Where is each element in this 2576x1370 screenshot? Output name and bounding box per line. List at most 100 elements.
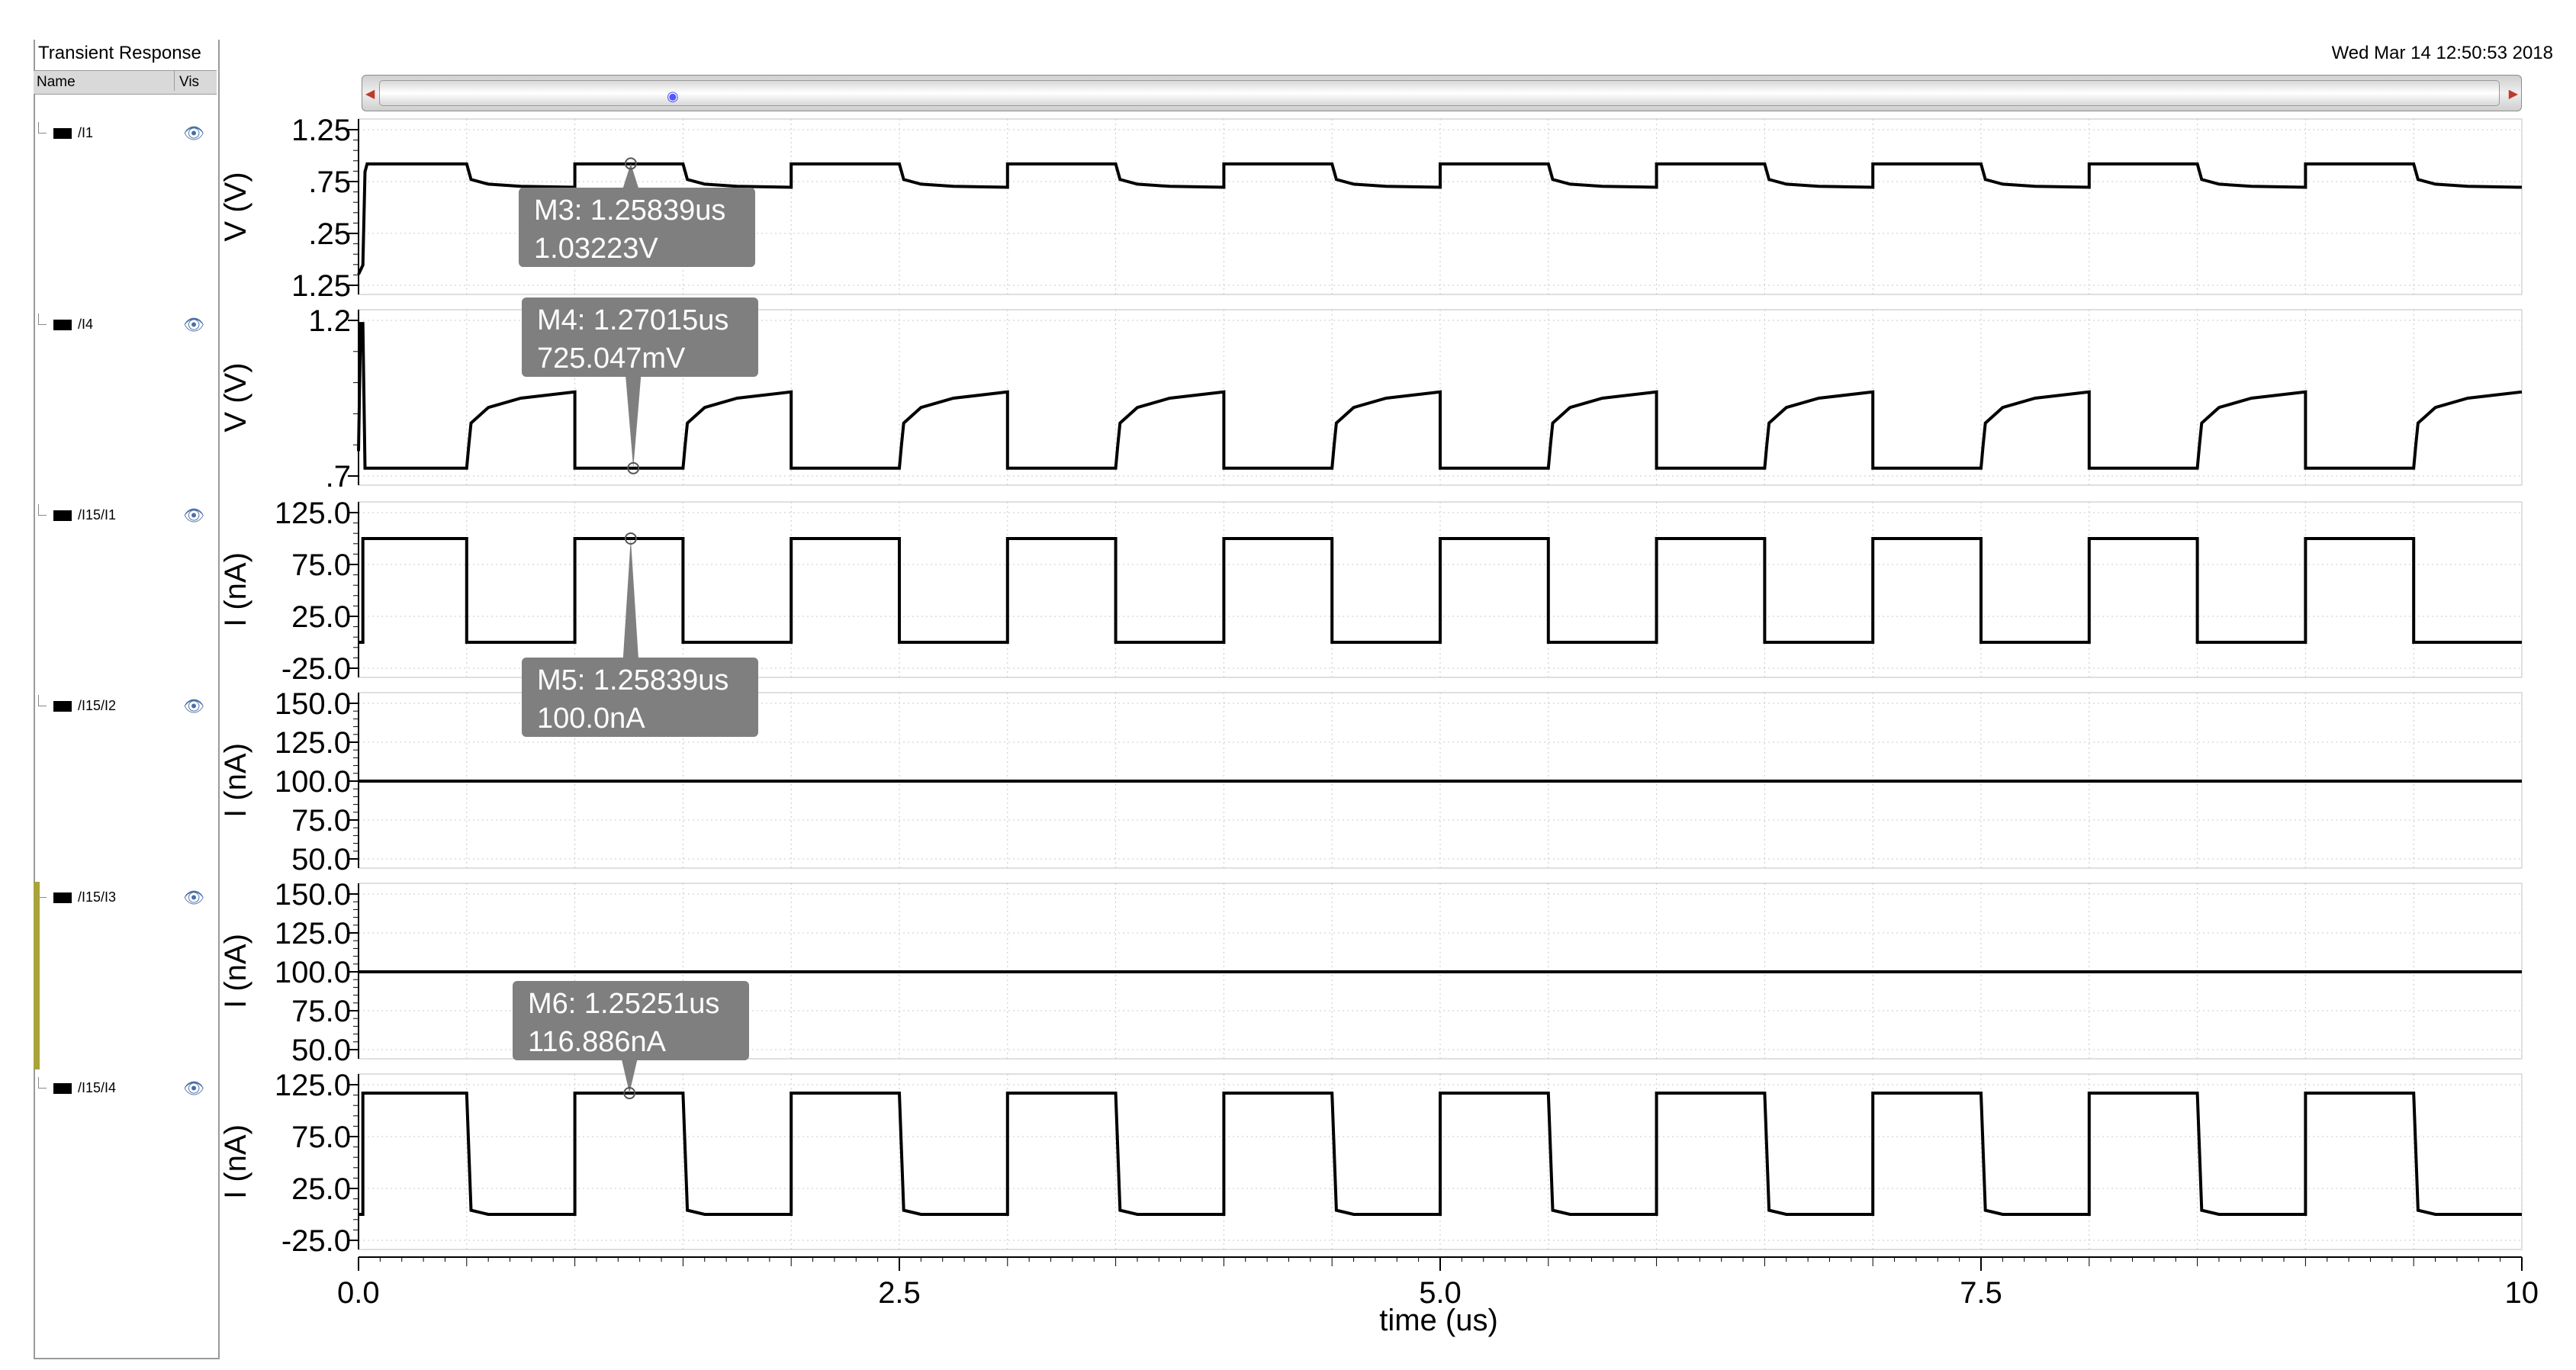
column-name-header[interactable]: Name — [37, 74, 76, 90]
y-tick-label: 75.0 — [291, 804, 351, 838]
signal-name: /I15/I4 — [78, 1080, 117, 1095]
marker-m5[interactable]: M5: 1.25839us 100.0nA — [522, 532, 758, 737]
marker-point[interactable] — [624, 157, 637, 170]
y-axis-label: I (nA) — [219, 743, 252, 818]
signal-list-header: Name Vis — [34, 70, 217, 95]
marker-box[interactable] — [513, 981, 749, 1060]
signal-name: /I15/I2 — [78, 698, 117, 713]
marker-value-label: 116.886nA — [528, 1026, 667, 1058]
y-axis-label: V (V) — [219, 172, 252, 241]
trace-color-swatch — [53, 701, 72, 712]
y-tick-label: 75.0 — [291, 1121, 351, 1154]
marker-pointer — [622, 1060, 638, 1094]
y-axis-label: I (nA) — [219, 552, 252, 627]
axis-layer: 1.25.75.251.25V (V)1.2.7V (V)125.075.025… — [219, 114, 359, 1258]
eye-icon[interactable]: 👁 — [183, 506, 204, 525]
y-tick-label: 125.0 — [275, 917, 351, 950]
eye-icon[interactable]: 👁 — [183, 124, 204, 143]
marker-value-label: 1.03223V — [534, 233, 658, 265]
signal-name: /I1 — [78, 125, 94, 140]
y-tick-label: -25.0 — [281, 652, 351, 686]
marker-box[interactable] — [522, 658, 758, 737]
signal-row[interactable]: /I4 👁 — [34, 312, 217, 339]
marker-value-label: 100.0nA — [537, 703, 645, 735]
marker-point[interactable] — [627, 461, 640, 474]
y-tick-label: 125.0 — [275, 1069, 351, 1102]
marker-m4[interactable]: M4: 1.27015us 725.047mV — [522, 297, 758, 474]
signal-name: /I15/I3 — [78, 889, 117, 905]
signal-row[interactable]: /I15/I1 👁 — [34, 503, 217, 530]
y-tick-label: 25.0 — [291, 1172, 351, 1206]
marker-pointer — [626, 377, 642, 468]
tree-connector — [38, 1077, 47, 1089]
signal-name: /I15/I1 — [78, 507, 117, 523]
arrow-right-icon[interactable]: ▶ — [2508, 88, 2518, 101]
y-axis-label: I (nA) — [219, 934, 252, 1008]
y-tick-label: 75.0 — [291, 548, 351, 582]
eye-icon[interactable]: 👁 — [183, 315, 204, 334]
y-tick-label: 100.0 — [275, 765, 351, 799]
y-tick-label: 1.25 — [291, 114, 351, 147]
y-tick-label: 1.2 — [308, 304, 351, 338]
signal-row[interactable]: /I1 👁 — [34, 121, 217, 148]
waveform-trace[interactable] — [357, 322, 2523, 470]
marker-layer[interactable]: M3: 1.25839us 1.03223V M4: 1.27015us 725.04… — [513, 157, 758, 1100]
y-tick-label: 125.0 — [275, 726, 351, 760]
tree-connector — [38, 695, 47, 706]
marker-pointer — [622, 539, 638, 658]
scrollbar-thumb[interactable]: ◉ — [379, 80, 2500, 106]
marker-time-label: M4: 1.27015us — [537, 304, 728, 336]
y-tick-label: 50.0 — [291, 1034, 351, 1067]
eye-icon[interactable]: 👁 — [183, 1079, 204, 1098]
grip-icon[interactable]: ◉ — [667, 88, 679, 104]
marker-m6[interactable]: M6: 1.25251us 116.886nA — [513, 981, 749, 1100]
marker-m3[interactable]: M3: 1.25839us 1.03223V — [519, 157, 755, 267]
trace-layer[interactable] — [357, 162, 2523, 1216]
trace-color-swatch — [53, 510, 72, 521]
signal-row[interactable]: /I15/I4 👁 — [34, 1076, 217, 1103]
time-scrollbar[interactable]: ◀ ◉ ▶ — [362, 75, 2522, 111]
signal-row[interactable]: /I15/I3 👁 — [34, 885, 217, 912]
marker-box[interactable] — [522, 297, 758, 377]
eye-icon[interactable]: 👁 — [183, 696, 204, 716]
x-tick-label: 2.5 — [878, 1276, 921, 1310]
y-tick-label: 1.25 — [291, 269, 351, 303]
window-title: Transient Response — [38, 43, 201, 63]
x-tick-label: 5.0 — [1419, 1276, 1462, 1310]
signal-row[interactable]: /I15/I2 👁 — [34, 693, 217, 721]
signal-list-panel — [34, 40, 220, 1359]
trace-color-swatch — [53, 892, 72, 903]
marker-value-label: 725.047mV — [537, 342, 686, 375]
y-tick-label: .7 — [326, 460, 351, 494]
y-tick-label: .25 — [308, 217, 351, 251]
eye-icon[interactable]: 👁 — [183, 888, 204, 907]
tree-connector — [38, 122, 47, 133]
tree-connector — [38, 314, 47, 325]
waveform-trace[interactable] — [359, 1092, 2522, 1216]
y-tick-label: 150.0 — [275, 878, 351, 912]
y-tick-label: -25.0 — [281, 1224, 351, 1258]
trace-color-swatch — [53, 128, 72, 139]
trace-color-swatch — [53, 320, 72, 330]
waveform-trace[interactable] — [359, 537, 2522, 644]
signal-name: /I4 — [78, 317, 94, 332]
waveform-trace[interactable] — [357, 162, 2523, 275]
y-axis-label: I (nA) — [219, 1124, 252, 1199]
marker-time-label: M3: 1.25839us — [534, 195, 725, 227]
column-vis-header[interactable]: Vis — [174, 71, 199, 91]
y-tick-label: .75 — [308, 166, 351, 199]
timestamp: Wed Mar 14 12:50:53 2018 — [2331, 43, 2553, 63]
marker-box[interactable] — [519, 188, 755, 267]
marker-point[interactable] — [623, 1087, 636, 1100]
y-tick-label: 75.0 — [291, 995, 351, 1028]
x-axis-label: time (us) — [1379, 1304, 1498, 1337]
y-tick-label: 100.0 — [275, 956, 351, 989]
marker-time-label: M5: 1.25839us — [537, 664, 728, 696]
selection-indicator — [34, 882, 40, 1069]
marker-point[interactable] — [624, 532, 637, 545]
marker-time-label: M6: 1.25251us — [528, 988, 719, 1020]
y-tick-label: 25.0 — [291, 600, 351, 634]
arrow-left-icon[interactable]: ◀ — [365, 88, 375, 101]
